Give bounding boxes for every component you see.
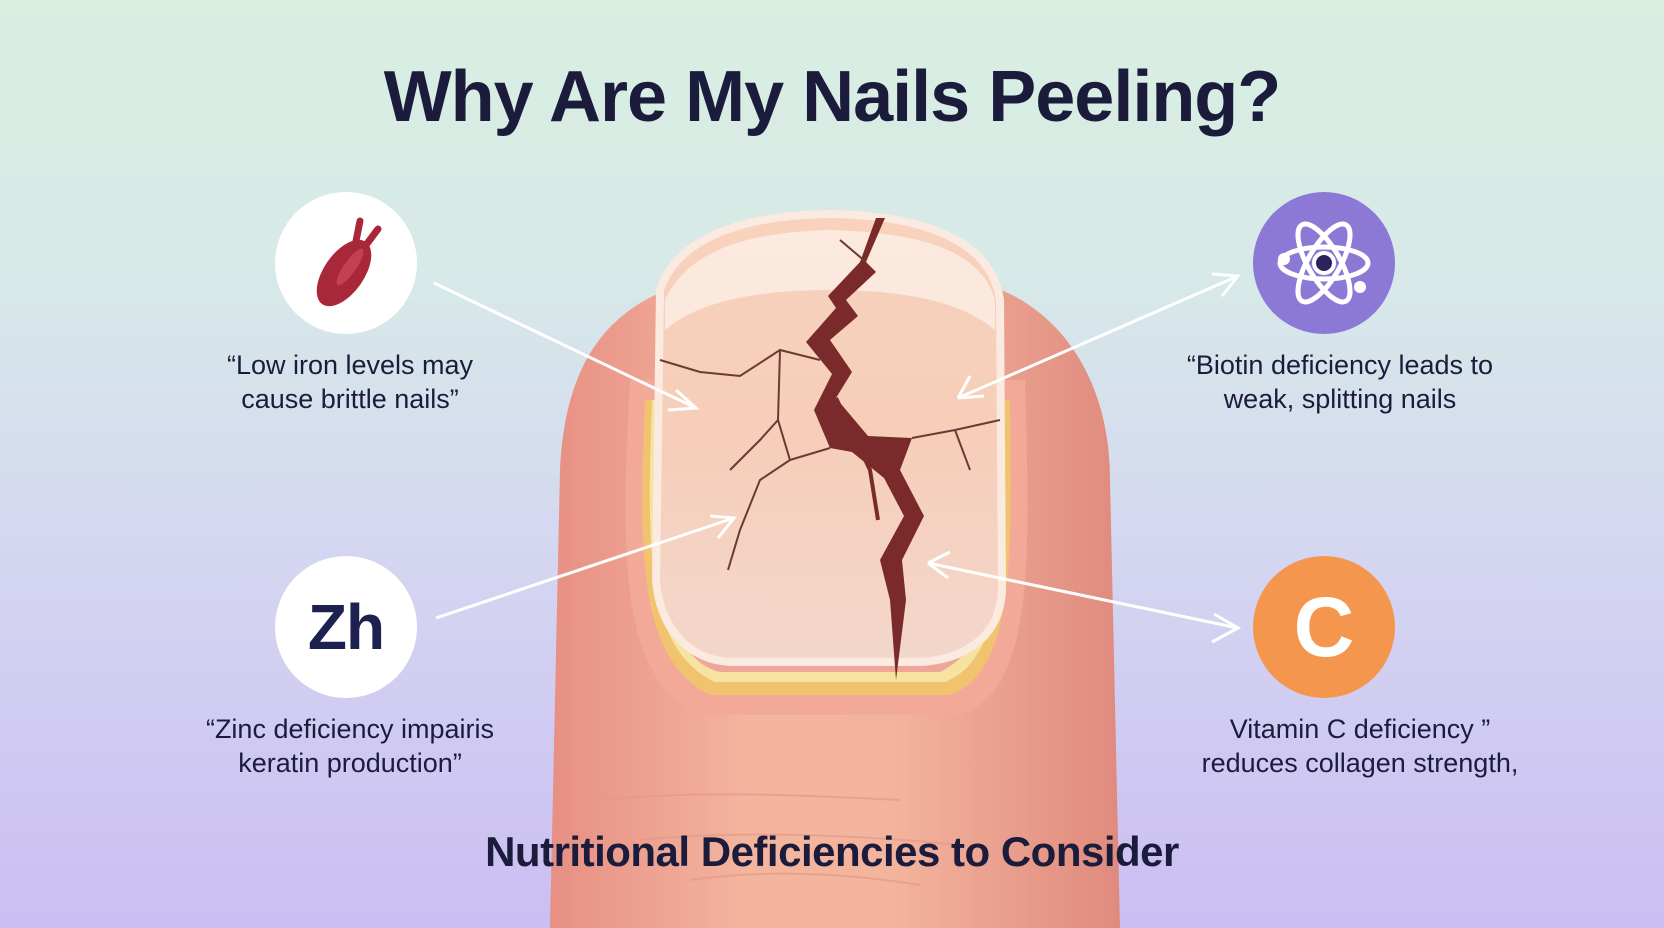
- zinc-callout-line1: “Zinc deficiency impairis: [205, 714, 495, 744]
- iron-icon: [275, 192, 417, 334]
- zinc-icon: Zh: [275, 556, 417, 698]
- vitamin-c-symbol: C: [1293, 580, 1355, 674]
- vitamin-c-callout-line2: reduces collagen strength,: [1201, 748, 1519, 778]
- blood-cell-icon: [316, 217, 382, 307]
- nail-crack: [806, 218, 924, 680]
- iron-callout-line2: cause brittle nails”: [241, 384, 459, 414]
- biotin-callout-line1: “Biotin deficiency leads to: [1186, 350, 1494, 380]
- vitamin-c-icon: C: [1253, 556, 1395, 698]
- vitamin-c-callout-line1: Vitamin C deficiency ”: [1229, 714, 1491, 744]
- iron-callout: “Low iron levels may cause brittle nails…: [150, 348, 550, 416]
- zinc-symbol: Zh: [307, 591, 385, 663]
- page-title: Why Are My Nails Peeling?: [383, 57, 1282, 137]
- biotin-callout: “Biotin deficiency leads to weak, splitt…: [1140, 348, 1540, 416]
- zinc-callout-line2: keratin production”: [238, 748, 462, 778]
- vitamin-c-callout: Vitamin C deficiency ” reduces collagen …: [1150, 712, 1570, 780]
- zinc-callout: “Zinc deficiency impairis keratin produc…: [130, 712, 570, 780]
- biotin-callout-line2: weak, splitting nails: [1223, 384, 1457, 414]
- biotin-icon: [1253, 192, 1395, 334]
- iron-callout-line1: “Low iron levels may: [226, 350, 474, 380]
- subtitle: Nutritional Deficiencies to Consider: [485, 828, 1179, 875]
- atom-icon: [1277, 221, 1371, 305]
